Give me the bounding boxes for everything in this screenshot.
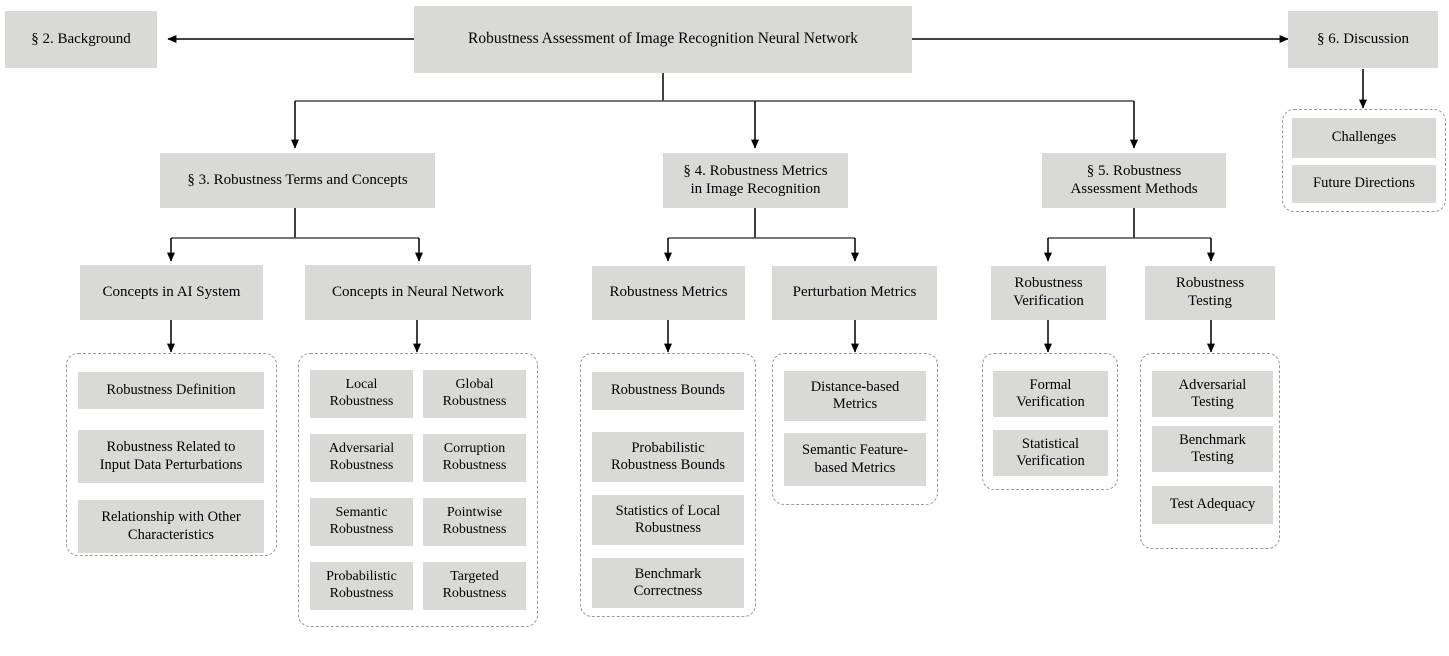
group-neural-network-leaves <box>298 353 538 627</box>
group-robustness-testing-leaves <box>1140 353 1280 549</box>
node-robustness-bounds[interactable]: Robustness Bounds <box>592 372 744 410</box>
node-robustness-testing[interactable]: Robustness Testing <box>1145 266 1275 320</box>
node-corruption-robustness[interactable]: Corruption Robustness <box>423 434 526 482</box>
node-targeted-robustness[interactable]: Targeted Robustness <box>423 562 526 610</box>
node-section-2-background[interactable]: § 2. Background <box>5 11 157 68</box>
node-semantic-feature-based-metrics[interactable]: Semantic Feature- based Metrics <box>784 433 926 486</box>
node-benchmark-correctness[interactable]: Benchmark Correctness <box>592 558 744 608</box>
node-local-robustness[interactable]: Local Robustness <box>310 370 413 418</box>
group-robustness-metrics-leaves <box>580 353 756 617</box>
node-probabilistic-robustness-bounds[interactable]: Probabilistic Robustness Bounds <box>592 432 744 482</box>
node-robustness-definition[interactable]: Robustness Definition <box>78 372 264 409</box>
group-perturbation-metrics-leaves <box>772 353 938 505</box>
node-section-3[interactable]: § 3. Robustness Terms and Concepts <box>160 153 435 208</box>
node-robustness-verification[interactable]: Robustness Verification <box>991 266 1106 320</box>
node-benchmark-testing[interactable]: Benchmark Testing <box>1152 426 1273 472</box>
node-adversarial-testing[interactable]: Adversarial Testing <box>1152 371 1273 417</box>
node-section-5[interactable]: § 5. Robustness Assessment Methods <box>1042 153 1226 208</box>
node-test-adequacy[interactable]: Test Adequacy <box>1152 486 1273 524</box>
node-relationship-with-other-characteristics[interactable]: Relationship with Other Characteristics <box>78 500 264 553</box>
node-statistics-of-local-robustness[interactable]: Statistics of Local Robustness <box>592 495 744 545</box>
group-ai-system-leaves <box>66 353 277 556</box>
node-robustness-metrics[interactable]: Robustness Metrics <box>592 266 745 320</box>
node-pointwise-robustness[interactable]: Pointwise Robustness <box>423 498 526 546</box>
group-robustness-verification-leaves <box>982 353 1118 490</box>
node-section-6-discussion[interactable]: § 6. Discussion <box>1288 11 1438 68</box>
node-formal-verification[interactable]: Formal Verification <box>993 371 1108 417</box>
node-semantic-robustness[interactable]: Semantic Robustness <box>310 498 413 546</box>
node-robustness-related-to-input-data-perturbations[interactable]: Robustness Related to Input Data Perturb… <box>78 430 264 483</box>
node-perturbation-metrics[interactable]: Perturbation Metrics <box>772 266 937 320</box>
node-distance-based-metrics[interactable]: Distance-based Metrics <box>784 371 926 421</box>
node-adversarial-robustness[interactable]: Adversarial Robustness <box>310 434 413 482</box>
node-concepts-in-neural-network[interactable]: Concepts in Neural Network <box>305 265 531 320</box>
node-probabilistic-robustness[interactable]: Probabilistic Robustness <box>310 562 413 610</box>
node-section-4[interactable]: § 4. Robustness Metrics in Image Recogni… <box>663 153 848 208</box>
group-discussion-children <box>1282 109 1446 212</box>
node-statistical-verification[interactable]: Statistical Verification <box>993 430 1108 476</box>
node-global-robustness[interactable]: Global Robustness <box>423 370 526 418</box>
node-future-directions[interactable]: Future Directions <box>1292 165 1436 203</box>
node-root-title[interactable]: Robustness Assessment of Image Recogniti… <box>414 6 912 73</box>
node-concepts-in-ai-system[interactable]: Concepts in AI System <box>80 265 263 320</box>
node-challenges[interactable]: Challenges <box>1292 118 1436 158</box>
